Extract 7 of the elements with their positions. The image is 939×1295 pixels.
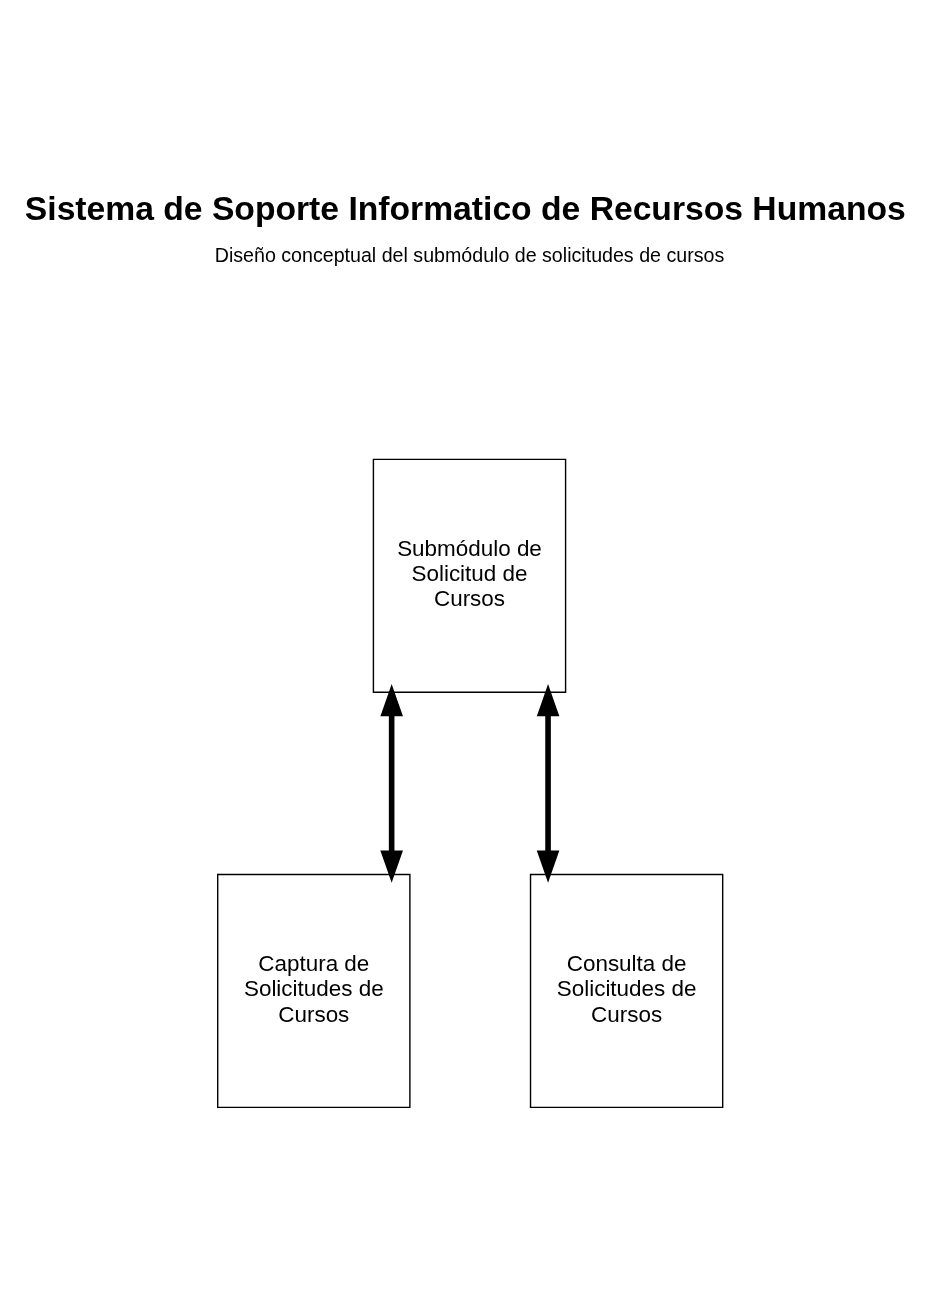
node-box: Consulta de Solicitudes de Cursos <box>529 873 724 1108</box>
arrow <box>536 683 560 883</box>
node-box: Captura de Solicitudes de Cursos <box>217 873 411 1108</box>
arrow <box>380 683 403 883</box>
label: Diseño conceptual del submódulo de solicitudes de cursos <box>214 243 725 266</box>
diagram-title: Sistema de Soporte Informatico de Recursos Humanos <box>24 189 906 227</box>
node-box: Submódulo de Solicitud de Cursos <box>372 458 567 693</box>
